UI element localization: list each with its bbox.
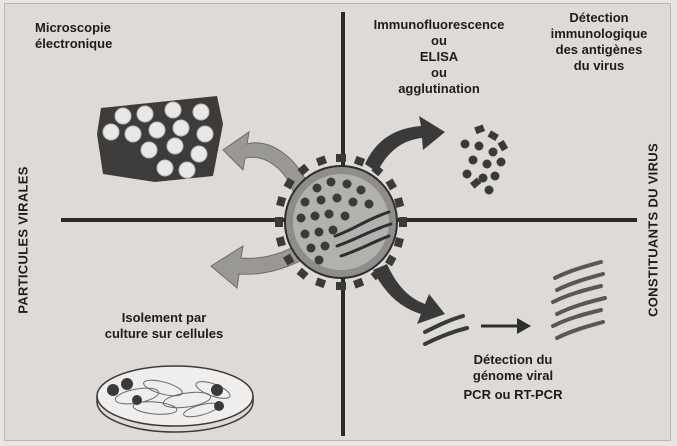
label-line: Microscopie xyxy=(35,20,111,35)
infected-cells xyxy=(107,378,224,411)
genome-amplification xyxy=(423,314,469,346)
arrow-to-genome xyxy=(373,264,445,324)
antigen-cluster xyxy=(460,124,509,195)
label-immunofluorescence: Immunofluorescence ou ELISA ou agglutina… xyxy=(365,17,513,97)
label-cell-culture: Isolement par culture sur cellules xyxy=(89,310,239,342)
cell-culture-dish xyxy=(96,365,254,433)
label-antigen-detection: Détection immunologique des antigènes du… xyxy=(541,10,657,74)
amplified-genome xyxy=(551,260,607,340)
label-line: ou xyxy=(431,33,447,48)
virus-antigens xyxy=(296,177,374,265)
axis-label-virus-constituents: CONSTITUANTS DU VIRUS xyxy=(645,143,661,317)
label-genome-detection: Détection du génome viral PCR ou RT-PCR xyxy=(453,352,573,403)
label-line: PCR ou RT-PCR xyxy=(463,387,563,402)
label-line: Détection du xyxy=(473,352,553,367)
label-line: ou xyxy=(431,65,447,80)
diagram-frame: Microscopie électronique Immunofluoresce… xyxy=(4,3,671,441)
label-line: Isolement par xyxy=(121,310,207,325)
electron-microscopy-image xyxy=(97,96,223,182)
arrow-to-immunofluorescence xyxy=(365,116,445,172)
label-line: Immunofluorescence xyxy=(373,17,505,32)
label-line: électronique xyxy=(35,36,113,51)
arrow-to-culture xyxy=(210,239,316,289)
diagram-canvas xyxy=(61,12,637,436)
em-particles xyxy=(102,101,214,179)
label-line: du virus xyxy=(573,58,625,73)
label-line: des antigènes xyxy=(555,42,643,57)
amplification-arrow xyxy=(481,318,531,334)
label-line: agglutination xyxy=(398,81,480,96)
label-line: immunologique xyxy=(550,26,648,41)
label-line: culture sur cellules xyxy=(104,326,224,341)
virus-particle xyxy=(275,154,407,290)
label-electron-microscopy: Microscopie électronique xyxy=(35,20,112,52)
label-line: ELISA xyxy=(419,49,459,64)
virus-spikes xyxy=(275,154,407,290)
label-line: Détection xyxy=(569,10,629,25)
virus-genome xyxy=(333,210,393,258)
axis-label-viral-particles: PARTICULES VIRALES xyxy=(15,166,31,314)
label-line: génome viral xyxy=(472,368,554,383)
